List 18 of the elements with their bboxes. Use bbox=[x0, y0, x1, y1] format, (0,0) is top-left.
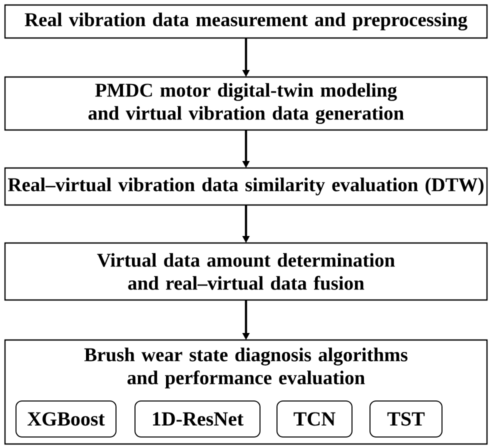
algorithm-label: XGBoost bbox=[28, 412, 105, 426]
process-box bbox=[4, 4, 488, 39]
algorithm-box bbox=[134, 400, 260, 438]
step-label: Brush wear state diagnosis algorithms and performance evaluation bbox=[84, 348, 408, 388]
step-label: Real–virtual vibration data similarity evaluation (DTW) bbox=[8, 178, 484, 196]
algorithm-box bbox=[16, 400, 116, 438]
algorithm-label: TST bbox=[387, 412, 425, 426]
step-label: Virtual data amount determination and real–virtual data fusion bbox=[97, 253, 395, 290]
process-box bbox=[4, 242, 488, 301]
step-label: Real vibration data measurement and preprocessing bbox=[24, 12, 468, 30]
algorithm-box bbox=[370, 400, 442, 438]
step-label: PMDC motor digital-twin modeling and virtual vibration data generation bbox=[88, 83, 404, 124]
algorithm-box bbox=[276, 400, 352, 438]
process-box bbox=[4, 339, 488, 445]
process-box bbox=[4, 167, 488, 206]
algorithm-label: TCN bbox=[294, 412, 336, 426]
process-box bbox=[4, 76, 488, 131]
algorithm-label: 1D-ResNet bbox=[153, 412, 244, 426]
